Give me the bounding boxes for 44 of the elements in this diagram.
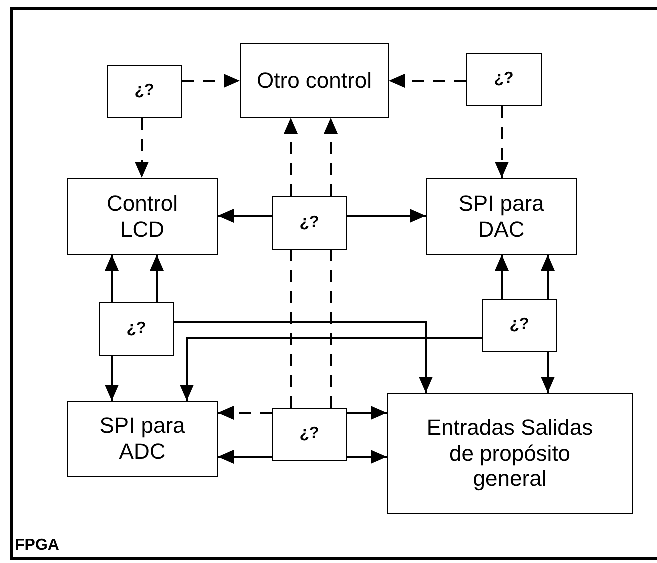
arrow [541, 255, 555, 299]
arrow [180, 337, 482, 401]
arrow [105, 255, 119, 302]
unknown-mark: ¿? [126, 320, 146, 338]
fpga-label: FPGA [15, 537, 60, 556]
arrow [347, 406, 387, 420]
unknown-mark: ¿? [134, 82, 154, 101]
module-name: SPI para ADC [98, 413, 186, 465]
module-box [240, 43, 389, 118]
arrow [105, 356, 119, 401]
arrow [150, 255, 164, 302]
unknown-block-box [482, 299, 557, 352]
unknown-block-box [107, 65, 182, 118]
unknown-block-box [99, 302, 174, 356]
arrow [347, 450, 387, 464]
dashed-arrow [182, 74, 240, 88]
unknown-block-box [272, 196, 347, 250]
unknown-mark: ¿? [494, 70, 514, 89]
dashed-arrow [389, 74, 466, 88]
arrow [174, 321, 433, 393]
module-name: SPI para DAC [458, 190, 546, 242]
dashed-arrow [218, 406, 272, 420]
unknown-mark: ¿? [300, 214, 320, 232]
unknown-mark: ¿? [300, 425, 320, 444]
module-box [67, 178, 218, 255]
dashed-arrow [324, 118, 338, 196]
dashed-arrow [284, 118, 298, 196]
module-name: Control LCD [106, 190, 179, 242]
fpga-boundary-box [10, 7, 657, 560]
module-box [67, 401, 218, 477]
unknown-block-box [466, 53, 542, 106]
arrow [218, 209, 272, 223]
arrow [218, 450, 272, 464]
arrow [541, 352, 555, 393]
unknown-block-box [272, 408, 347, 461]
dashed-arrow [495, 106, 509, 178]
unknown-mark: ¿? [510, 316, 530, 335]
module-name: Otro control [257, 68, 372, 94]
module-box [426, 178, 577, 255]
dashed-arrow [135, 118, 149, 178]
arrow [347, 209, 426, 223]
module-box [387, 393, 633, 514]
arrow [495, 255, 509, 299]
module-name: Entradas Salidas de propósito general [426, 414, 594, 492]
